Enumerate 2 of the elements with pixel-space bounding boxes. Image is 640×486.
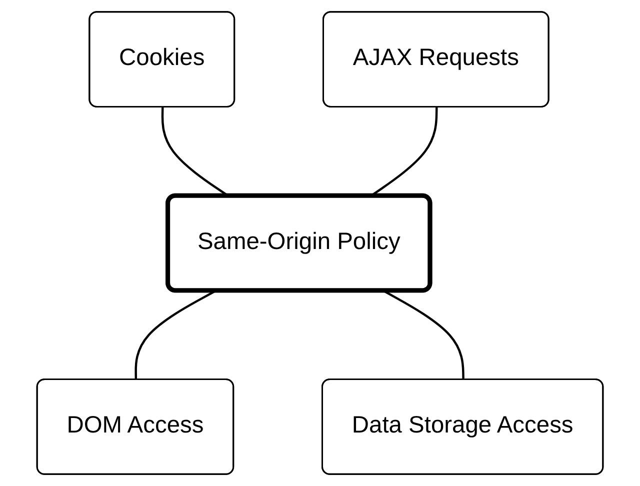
connector xyxy=(384,290,464,380)
connector xyxy=(134,290,216,380)
